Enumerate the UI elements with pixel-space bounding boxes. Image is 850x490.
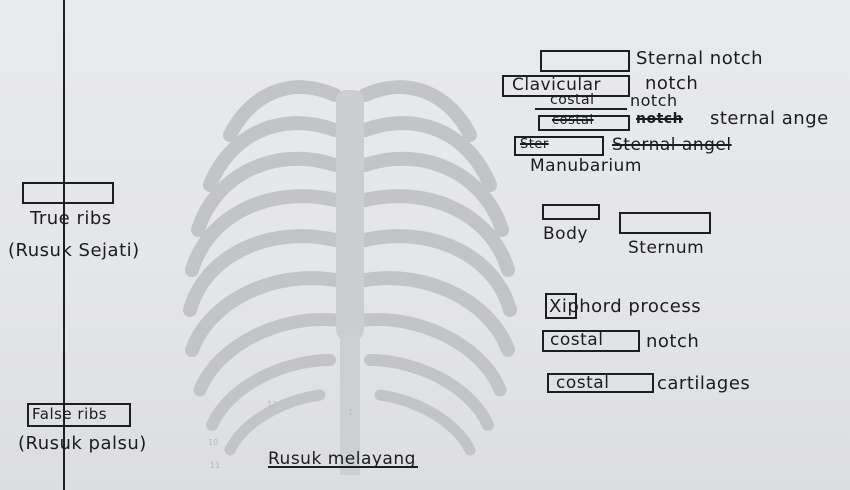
xray-number-11: 11 bbox=[210, 461, 220, 470]
sternum-box bbox=[619, 212, 711, 234]
sternal-notch-label: Sternal notch bbox=[636, 48, 763, 69]
costal-word-2: costal bbox=[550, 330, 603, 350]
xiphoid-process-label: Xiphord process bbox=[549, 296, 701, 317]
sternal-angle-label: sternal ange bbox=[710, 108, 829, 129]
sternal-notch-box bbox=[540, 50, 630, 72]
body-box bbox=[542, 204, 600, 220]
rusuk-palsu-label: (Rusuk palsu) bbox=[18, 433, 147, 454]
costal-underline-1 bbox=[535, 108, 627, 110]
cartilages-label: cartilages bbox=[657, 373, 750, 394]
crossed-notch-word: notch bbox=[636, 111, 683, 127]
xray-number-12: 12 bbox=[267, 400, 277, 409]
sternum-shape bbox=[336, 90, 364, 340]
crossed-sternal-angel: Sternal angel bbox=[612, 135, 732, 155]
true-ribs-label: True ribs bbox=[30, 208, 112, 229]
rusuk-sejati-label: (Rusuk Sejati) bbox=[8, 240, 140, 261]
crossed-costal-word: costal bbox=[552, 113, 594, 128]
crossed-ster-word: Ster bbox=[520, 137, 549, 152]
body-label: Body bbox=[543, 224, 588, 244]
rusuk-melayang-underline bbox=[268, 466, 418, 468]
manubarium-label: Manubarium bbox=[530, 156, 642, 176]
rib-cage-xray: 12 1 10 11 bbox=[170, 35, 530, 475]
rib-right-9 bbox=[380, 395, 470, 450]
costal-word-3: costal bbox=[556, 373, 609, 393]
true-ribs-box bbox=[22, 182, 114, 204]
sternum-label: Sternum bbox=[628, 238, 704, 258]
costal-word-1: costal bbox=[550, 92, 595, 108]
costal-notch-label-1: notch bbox=[630, 91, 678, 110]
xray-number-10: 10 bbox=[208, 438, 218, 447]
false-ribs-label: False ribs bbox=[32, 405, 107, 423]
xray-number-1: 1 bbox=[348, 408, 353, 417]
costal-notch-label-2: notch bbox=[646, 331, 699, 352]
